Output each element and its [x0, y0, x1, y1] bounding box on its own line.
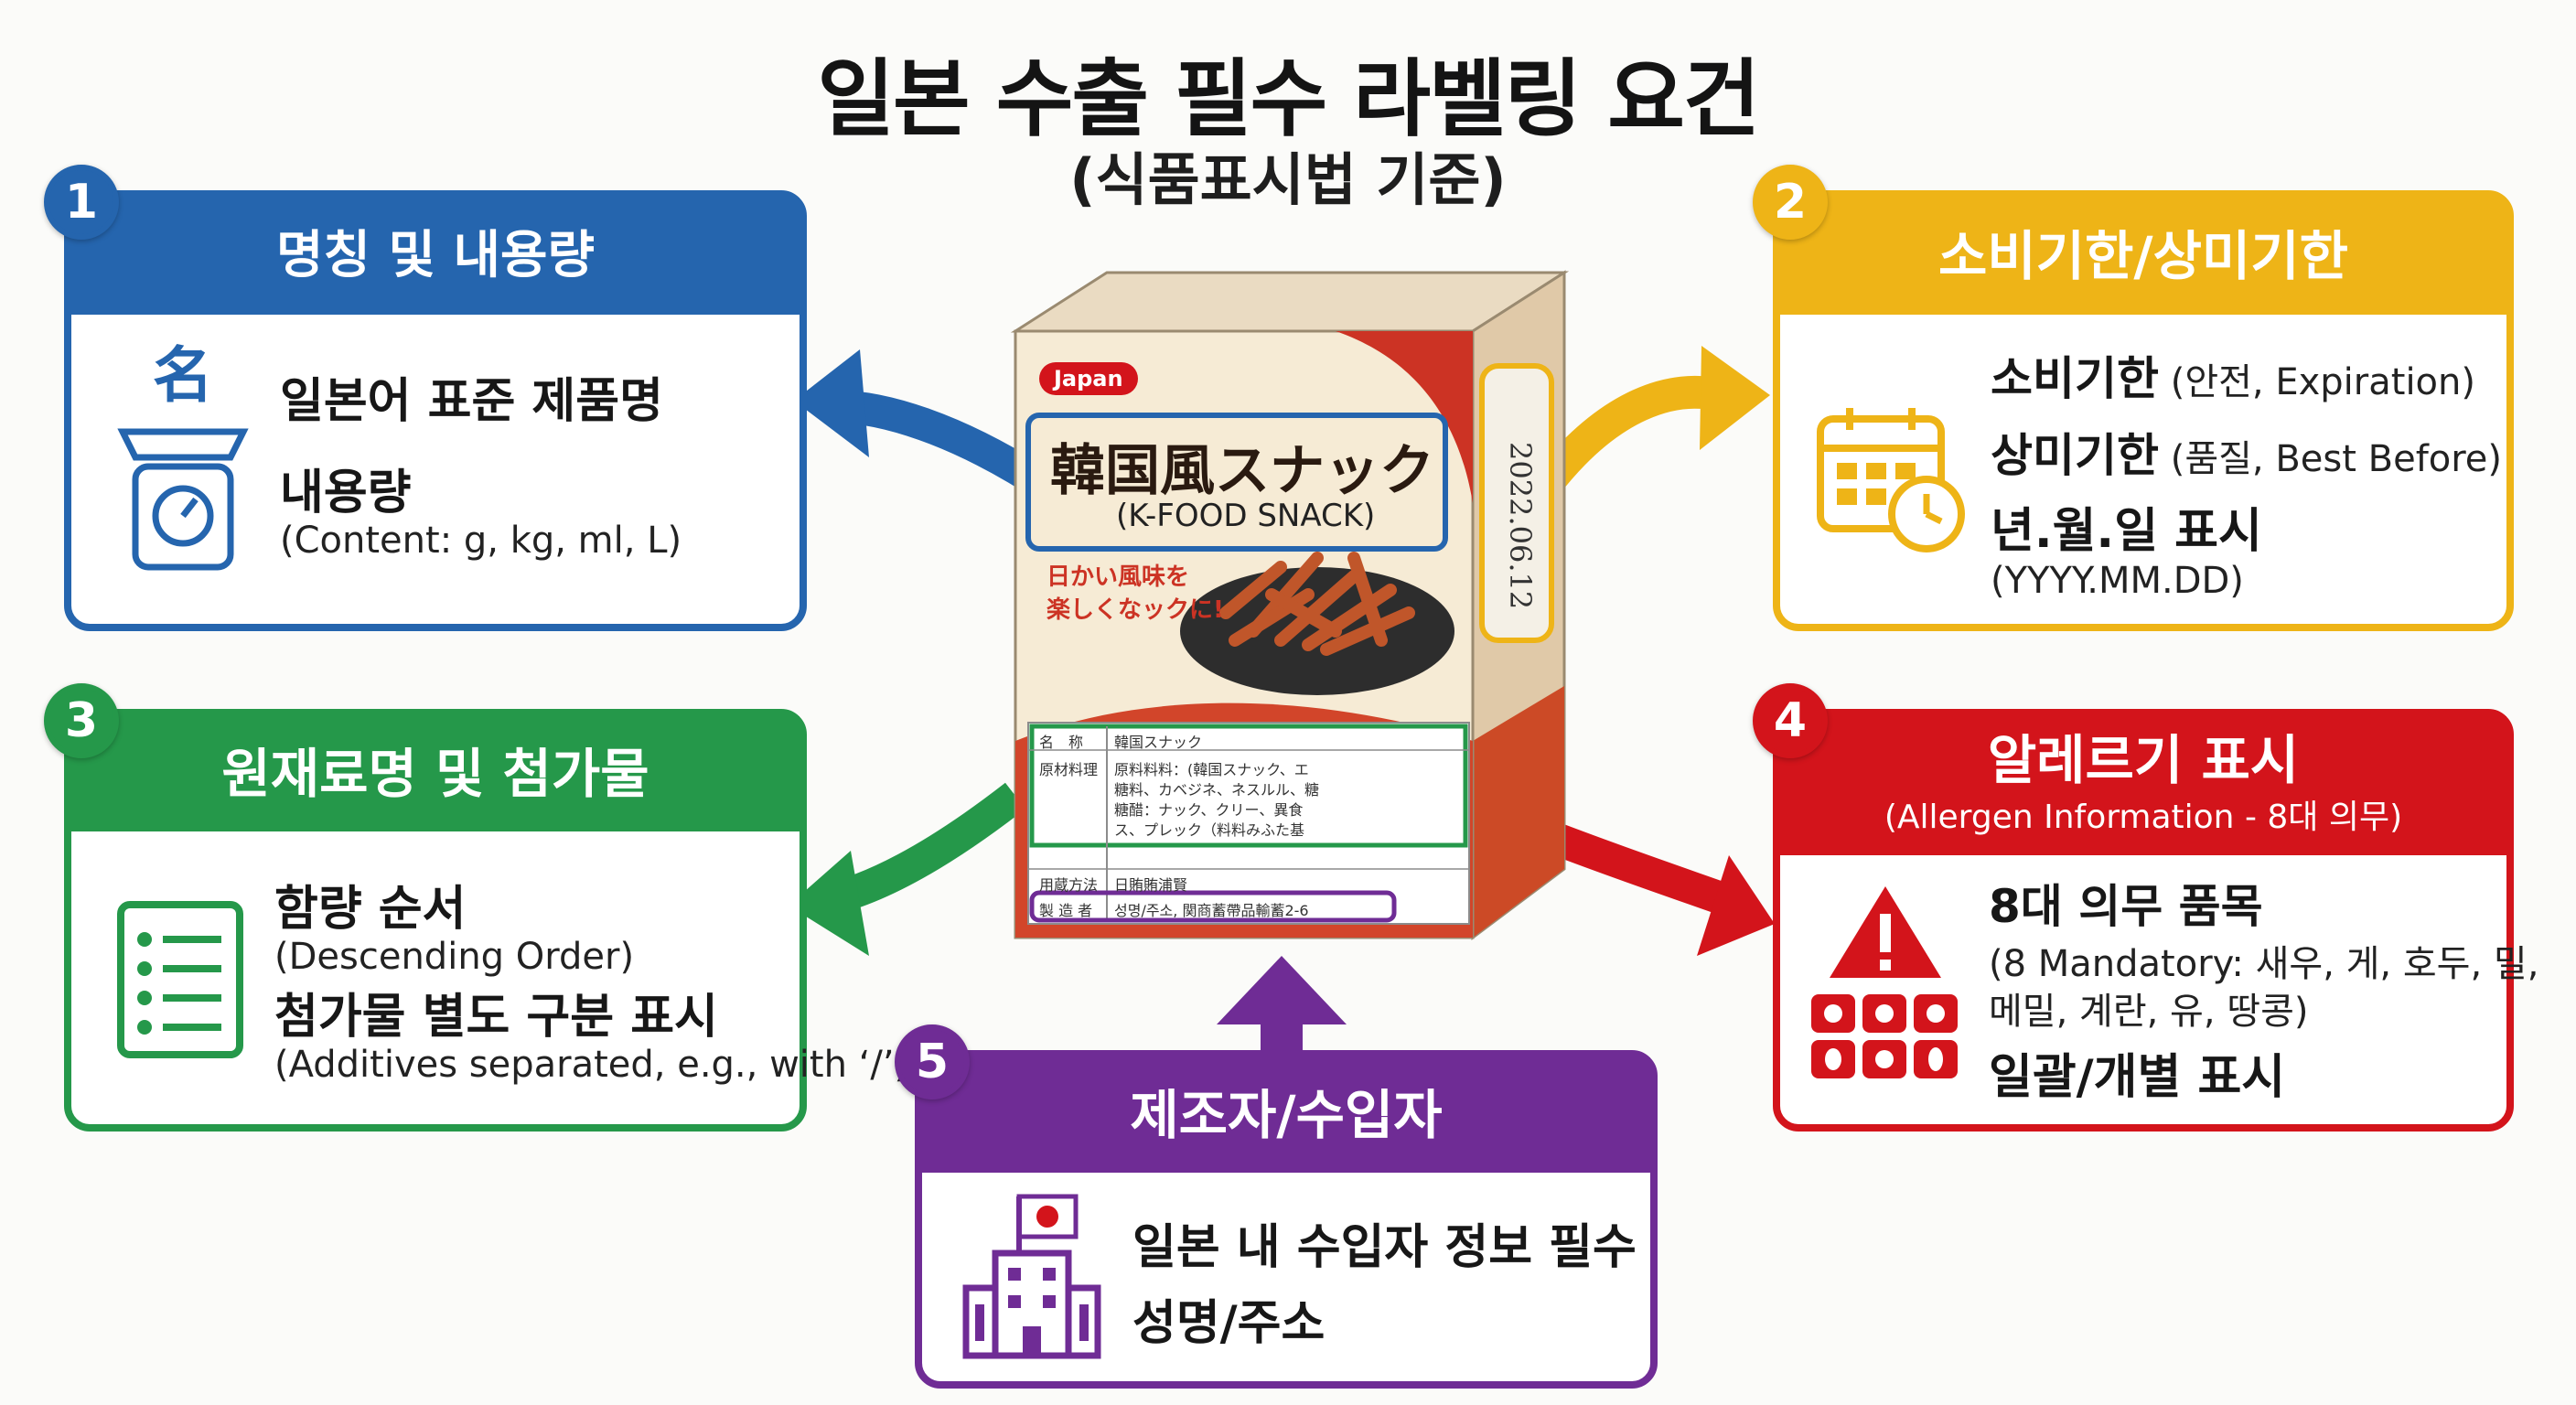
package-date: 2022.06.12 — [1503, 442, 1538, 610]
card-4-subtitle: (Allergen Information - 8대 의무) — [1884, 799, 2403, 836]
card-4-title: 알레르기 표시 — [1987, 729, 2300, 791]
card-3-line4: (Additives separated, e.g., with ‘/’) — [274, 1044, 909, 1086]
arrow-head-3 — [789, 851, 869, 956]
package-tagline-2: 楽しくなックに! — [1046, 596, 1224, 624]
label-row4-val: 성명/주소, 関商蓄帶品輸蓄2-6 — [1114, 902, 1309, 919]
card-5-header: 제조자/수입자 — [922, 1057, 1650, 1173]
card-allergen: 알레르기 표시 (Allergen Information - 8대 의무) 8… — [1773, 709, 2538, 1132]
label-row1-val: 韓国スナック — [1114, 734, 1203, 751]
package-name-jp: 韓国風スナック — [1050, 439, 1434, 503]
card-2-line2: 상미기한 (품질, Best Before) — [1991, 419, 2502, 485]
arrow-head-2 — [1700, 346, 1770, 450]
card-3-line3: 첨가물 별도 구분 표시 — [274, 990, 718, 1045]
japan-badge: Japan — [1039, 362, 1138, 395]
arrow-head-5 — [1217, 956, 1347, 1024]
japan-building-icon — [962, 1194, 1101, 1359]
card-5-line2: 성명/주소 — [1132, 1296, 1326, 1351]
card-product-name-content: 명칭 및 내용량 名 일본어 표준 제품명 내용량 (Content: g, k… — [64, 190, 807, 631]
card-expiration-date: 소비기한/상미기한 소비기한 (안전, Expiration) 상미기한 (품질… — [1773, 190, 2514, 631]
kanji-icon-glyph: 名 — [153, 340, 213, 411]
card-2-line2-rest: (품질, Best Before) — [2159, 438, 2503, 480]
card-1-header: 명칭 및 내용량 — [71, 198, 800, 315]
arrow-head-4 — [1697, 855, 1775, 956]
card-4-number: 4 — [1753, 683, 1828, 758]
card-2-line1-rest: (안전, Expiration) — [2159, 361, 2475, 403]
label-row1-key: 名 称 — [1039, 734, 1084, 751]
label-row2-key: 原材料理 — [1039, 761, 1099, 778]
card-3-header: 원재료명 및 첨가물 — [71, 716, 800, 831]
page-title: 일본 수출 필수 라벨링 요건 — [817, 50, 1760, 148]
arrow-head-1 — [794, 349, 869, 457]
label-row4-key: 製 造 者 — [1039, 902, 1093, 919]
label-row2-val1: 原料料料：(韓国スナック、エ — [1114, 761, 1309, 778]
label-row2-val2: 糖料、カベジネ、ネスルル、糖 — [1114, 781, 1320, 799]
card-5-line1: 일본 내 수입자 정보 필수 — [1132, 1220, 1637, 1275]
label-row2-val3: 糖醋：ナック、クリー、異食 — [1114, 801, 1304, 819]
card-4-line4: 일괄/개별 표시 — [1989, 1050, 2286, 1105]
card-4-line1: 8대 의무 품목 — [1989, 880, 2263, 933]
card-manufacturer-importer: 제조자/수입자 일본 내 수입자 정보 필수 성명/주소 — [915, 1050, 1658, 1389]
card-ingredients: 원재료명 및 첨가물 함량 순서 (Descending Order) 첨가물 … — [64, 709, 908, 1132]
card-3-line2: (Descending Order) — [274, 936, 635, 978]
card-2-header: 소비기한/상미기한 — [1780, 198, 2506, 315]
product-package: Japan 韓国風スナック (K-FOOD SNACK) 日かい風味を 楽しくな… — [1006, 265, 1573, 951]
label-row3-val: 日賄賄浦賢 — [1114, 876, 1188, 894]
allergen-warning-icon — [1811, 886, 1958, 1078]
card-3-number: 3 — [44, 683, 119, 758]
label-row2-val4: ス、プレック（料料みふた基 — [1114, 821, 1305, 839]
card-4-line2: (8 Mandatory: 새우, 게, 호두, 밀, — [1989, 943, 2539, 985]
card-3-line1: 함량 순서 — [274, 882, 467, 937]
scale-icon: 名 — [110, 344, 256, 573]
card-4-line3: 메밀, 계란, 유, 땅콩) — [1989, 991, 2309, 1033]
label-row3-key: 用蔵方法 — [1039, 876, 1099, 894]
package-name-en: (K-FOOD SNACK) — [1116, 498, 1376, 534]
card-1-line3: (Content: g, kg, ml, L) — [280, 520, 682, 562]
card-4-header: 알레르기 표시 (Allergen Information - 8대 의무) — [1780, 716, 2506, 855]
card-1-line1: 일본어 표준 제품명 — [280, 374, 663, 429]
card-2-line3: 년.월.일 표시 — [1991, 504, 2262, 559]
card-1-line2: 내용량 — [280, 466, 412, 520]
card-2-line2-bold: 상미기한 — [1991, 429, 2159, 482]
card-2-line1-bold: 소비기한 — [1991, 352, 2159, 405]
card-2-number: 2 — [1753, 165, 1828, 240]
checklist-icon — [117, 901, 243, 1058]
card-2-line4: (YYYY.MM.DD) — [1991, 560, 2244, 602]
calendar-clock-icon — [1817, 408, 1965, 552]
card-5-number: 5 — [895, 1024, 970, 1099]
page-subtitle: (식품표시법 기준) — [1069, 146, 1507, 213]
package-tagline-1: 日かい風味を — [1046, 563, 1190, 591]
card-1-number: 1 — [44, 165, 119, 240]
package-illustration — [1010, 270, 1570, 940]
card-2-line1: 소비기한 (안전, Expiration) — [1991, 342, 2475, 408]
